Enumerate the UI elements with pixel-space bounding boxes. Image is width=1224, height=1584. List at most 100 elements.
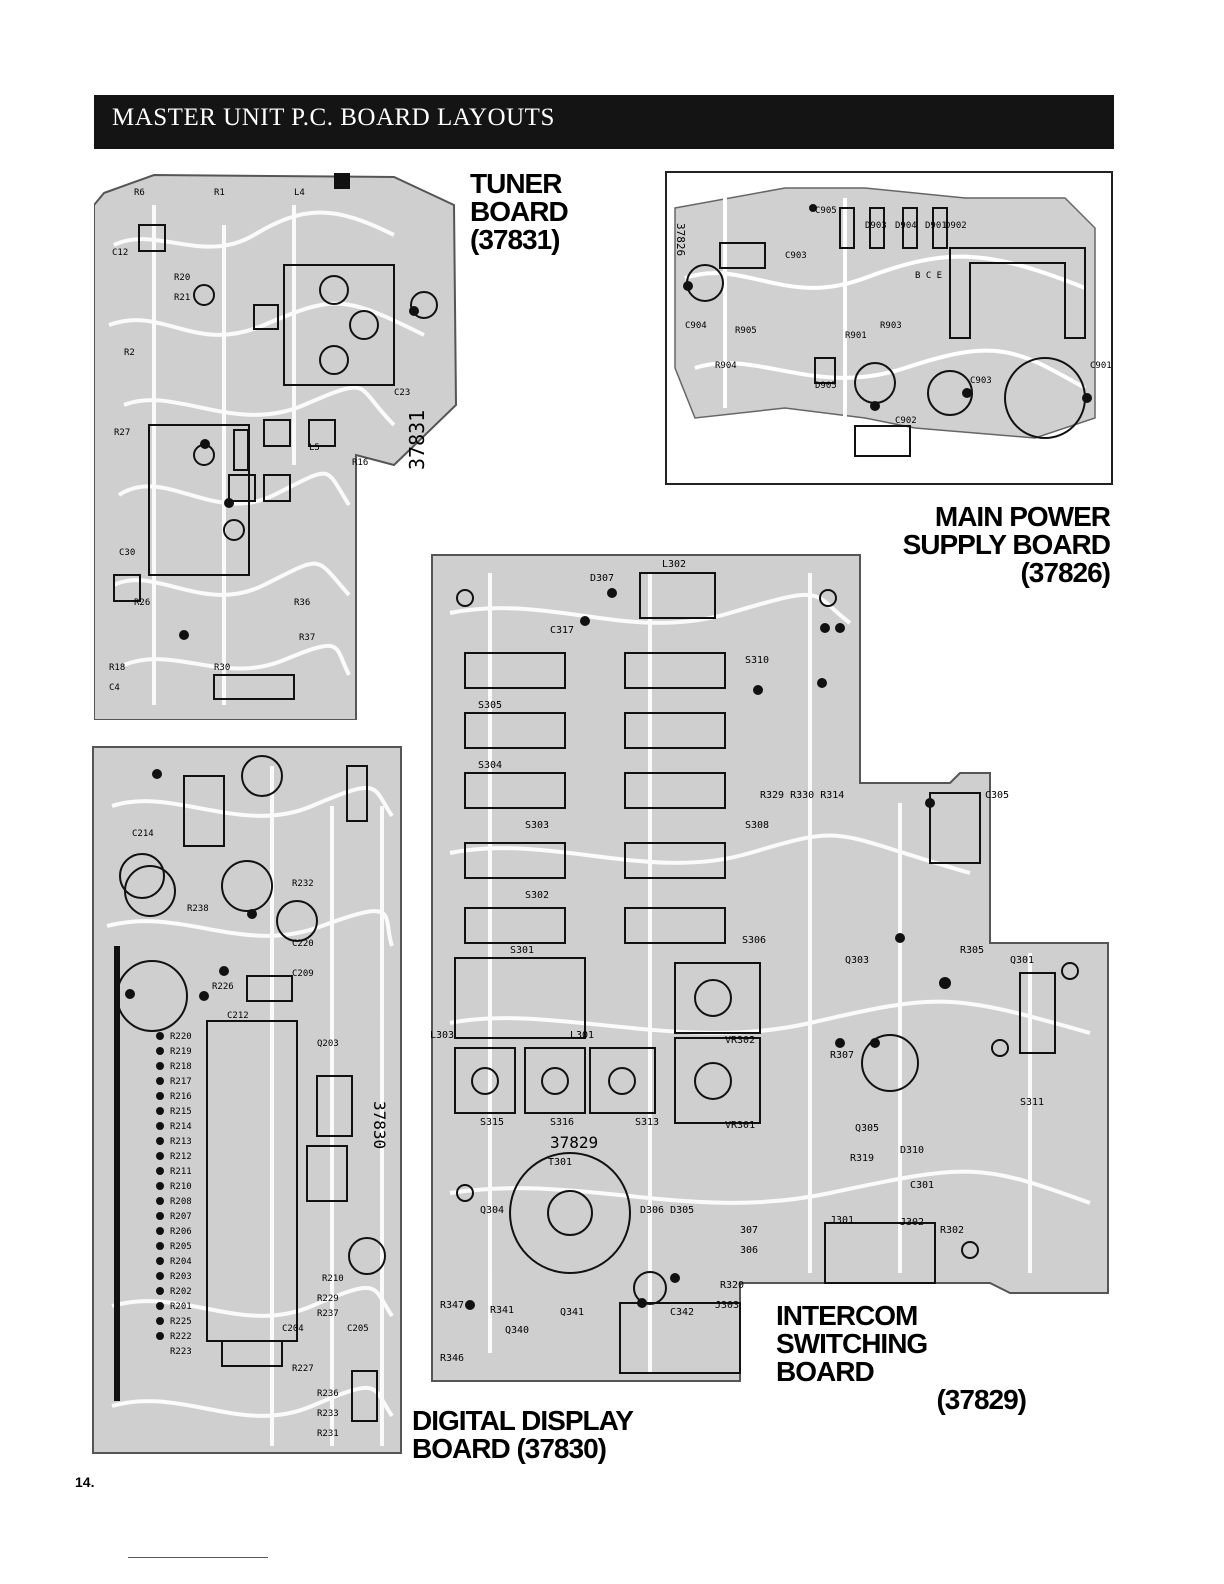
power-label-number: (37826) bbox=[1020, 557, 1111, 588]
svg-text:S315: S315 bbox=[480, 1117, 504, 1128]
tuner-label-line2: BOARD bbox=[470, 196, 569, 227]
svg-text:C220: C220 bbox=[292, 939, 314, 949]
display-label-number: (37830) bbox=[516, 1433, 607, 1464]
svg-text:D306 D305: D306 D305 bbox=[640, 1205, 694, 1216]
power-label-line1: MAIN POWER bbox=[934, 501, 1111, 532]
svg-text:L5: L5 bbox=[309, 443, 320, 453]
svg-text:C204: C204 bbox=[282, 1324, 304, 1334]
svg-text:S303: S303 bbox=[525, 820, 549, 831]
svg-text:R26: R26 bbox=[134, 598, 150, 608]
svg-text:R329 R330 R314: R329 R330 R314 bbox=[760, 790, 844, 801]
svg-text:R30: R30 bbox=[214, 663, 230, 673]
svg-text:Q304: Q304 bbox=[480, 1205, 504, 1216]
svg-text:R307: R307 bbox=[830, 1050, 854, 1061]
svg-text:R218: R218 bbox=[170, 1062, 192, 1072]
svg-text:R216: R216 bbox=[170, 1092, 192, 1102]
svg-text:S310: S310 bbox=[745, 655, 769, 666]
tuner-board-label: TUNER BOARD (37831) bbox=[470, 170, 569, 255]
svg-text:J303: J303 bbox=[715, 1300, 739, 1311]
svg-text:C23: C23 bbox=[394, 388, 410, 398]
svg-text:C904: C904 bbox=[685, 321, 707, 331]
svg-text:D904: D904 bbox=[895, 221, 917, 231]
svg-text:307: 307 bbox=[740, 1225, 758, 1236]
svg-text:C901: C901 bbox=[1090, 361, 1112, 371]
svg-text:S308: S308 bbox=[745, 820, 769, 831]
svg-text:R211: R211 bbox=[170, 1167, 192, 1177]
display-label-line2-row: BOARD (37830) bbox=[412, 1435, 633, 1463]
svg-text:R320: R320 bbox=[720, 1280, 744, 1291]
tuner-label-number: (37831) bbox=[470, 224, 561, 255]
svg-text:R305: R305 bbox=[960, 945, 984, 956]
svg-text:VR301: VR301 bbox=[725, 1120, 755, 1131]
svg-text:R347: R347 bbox=[440, 1300, 464, 1311]
power-silk-number: 37826 bbox=[674, 223, 687, 256]
svg-text:R1: R1 bbox=[214, 188, 225, 198]
svg-text:S311: S311 bbox=[1020, 1097, 1044, 1108]
intercom-silk-number: 37829 bbox=[550, 1133, 598, 1152]
svg-text:R302: R302 bbox=[940, 1225, 964, 1236]
svg-text:S302: S302 bbox=[525, 890, 549, 901]
svg-text:R232: R232 bbox=[292, 879, 314, 889]
svg-text:R20: R20 bbox=[174, 273, 190, 283]
svg-text:R229: R229 bbox=[317, 1294, 339, 1304]
svg-text:R346: R346 bbox=[440, 1353, 464, 1364]
svg-text:T301: T301 bbox=[548, 1157, 572, 1168]
svg-text:R219: R219 bbox=[170, 1047, 192, 1057]
svg-text:L302: L302 bbox=[662, 559, 686, 570]
display-silk-number: 37830 bbox=[370, 1101, 389, 1149]
intercom-board-label: INTERCOM SWITCHING BOARD (37829) bbox=[776, 1302, 1027, 1414]
svg-text:306: 306 bbox=[740, 1245, 758, 1256]
svg-text:R37: R37 bbox=[299, 633, 315, 643]
svg-text:R905: R905 bbox=[735, 326, 757, 336]
svg-text:J302: J302 bbox=[900, 1217, 924, 1228]
svg-text:R203: R203 bbox=[170, 1272, 192, 1282]
svg-text:R223: R223 bbox=[170, 1347, 192, 1357]
svg-text:D307: D307 bbox=[590, 573, 614, 584]
svg-text:D905: D905 bbox=[815, 381, 837, 391]
svg-text:R319: R319 bbox=[850, 1153, 874, 1164]
svg-text:B C E: B C E bbox=[915, 271, 942, 281]
svg-text:S305: S305 bbox=[478, 700, 502, 711]
svg-text:Q340: Q340 bbox=[505, 1325, 529, 1336]
svg-text:C205: C205 bbox=[347, 1324, 369, 1334]
svg-text:R210: R210 bbox=[322, 1274, 344, 1284]
svg-text:D902: D902 bbox=[945, 221, 967, 231]
page-number: 14. bbox=[75, 1474, 95, 1490]
svg-text:S306: S306 bbox=[742, 935, 766, 946]
svg-text:R236: R236 bbox=[317, 1389, 339, 1399]
svg-text:C209: C209 bbox=[292, 969, 314, 979]
svg-text:C317: C317 bbox=[550, 625, 574, 636]
svg-text:L4: L4 bbox=[294, 188, 305, 198]
svg-text:S313: S313 bbox=[635, 1117, 659, 1128]
svg-text:R202: R202 bbox=[170, 1287, 192, 1297]
svg-text:J301: J301 bbox=[830, 1215, 854, 1226]
footer-rule bbox=[128, 1557, 268, 1558]
svg-text:C903: C903 bbox=[970, 376, 992, 386]
svg-text:R212: R212 bbox=[170, 1152, 192, 1162]
svg-text:R36: R36 bbox=[294, 598, 310, 608]
svg-text:R210: R210 bbox=[170, 1182, 192, 1192]
svg-text:R233: R233 bbox=[317, 1409, 339, 1419]
svg-text:Q341: Q341 bbox=[560, 1307, 584, 1318]
svg-text:R217: R217 bbox=[170, 1077, 192, 1087]
svg-text:R204: R204 bbox=[170, 1257, 192, 1267]
svg-text:R21: R21 bbox=[174, 293, 190, 303]
svg-text:C212: C212 bbox=[227, 1011, 249, 1021]
svg-text:L303: L303 bbox=[430, 1030, 454, 1041]
power-board-label: MAIN POWER SUPPLY BOARD (37826) bbox=[880, 501, 1111, 588]
svg-text:C903: C903 bbox=[785, 251, 807, 261]
svg-text:R6: R6 bbox=[134, 188, 145, 198]
svg-text:R237: R237 bbox=[317, 1309, 339, 1319]
intercom-label-line2: SWITCHING BOARD bbox=[776, 1328, 928, 1387]
title-banner: MASTER UNIT P.C. BOARD LAYOUTS bbox=[94, 95, 1114, 149]
svg-text:R27: R27 bbox=[114, 428, 130, 438]
svg-text:R2: R2 bbox=[124, 348, 135, 358]
svg-text:D310: D310 bbox=[900, 1145, 924, 1156]
page-title: MASTER UNIT P.C. BOARD LAYOUTS bbox=[112, 104, 555, 131]
svg-text:C902: C902 bbox=[895, 416, 917, 426]
svg-text:R18: R18 bbox=[109, 663, 125, 673]
svg-text:R215: R215 bbox=[170, 1107, 192, 1117]
svg-text:VR302: VR302 bbox=[725, 1035, 755, 1046]
